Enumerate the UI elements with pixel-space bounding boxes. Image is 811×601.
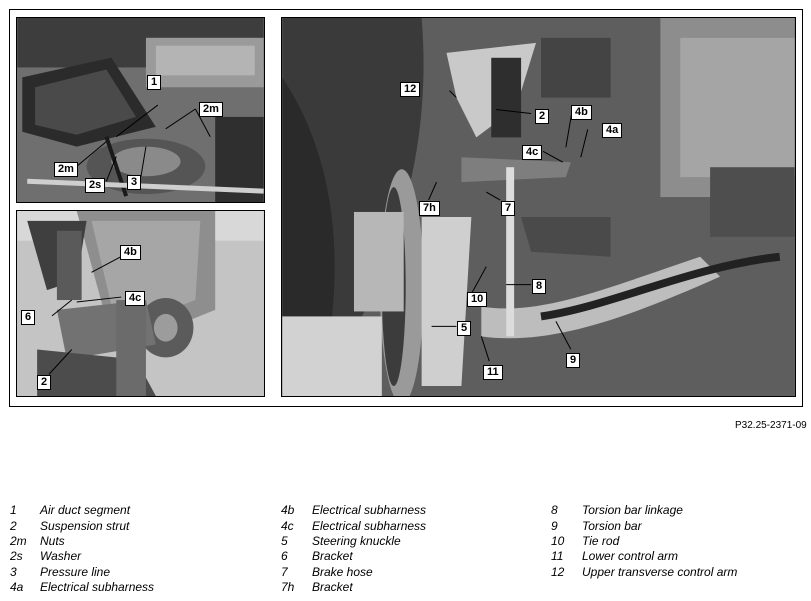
legend-desc: Electrical subharness	[312, 519, 427, 533]
legend-desc: Electrical subharness	[40, 580, 155, 594]
photo-strut-mount: 4b 4c 6 2	[16, 210, 265, 397]
figure-reference-code: P32.25-2371-09	[735, 420, 807, 431]
callout-label: 8	[532, 279, 547, 294]
legend-code: 7h	[281, 580, 295, 594]
callout-label: 3	[127, 175, 142, 190]
legend-desc: Torsion bar	[582, 519, 642, 533]
callout-label: 7	[501, 201, 516, 216]
legend-code: 11	[551, 549, 564, 563]
legend-desc: Brake hose	[312, 565, 373, 579]
callout-label: 7h	[419, 201, 440, 216]
legend-desc: Bracket	[312, 549, 353, 563]
legend-code: 10	[551, 534, 565, 548]
legend-code: 2m	[10, 534, 27, 548]
legend-code: 8	[551, 503, 558, 517]
callout-label: 9	[566, 353, 581, 368]
legend-desc: Suspension strut	[40, 519, 130, 533]
legend-desc: Upper transverse control arm	[582, 565, 738, 579]
legend-code: 4b	[281, 503, 295, 517]
legend-code: 5	[281, 534, 288, 548]
callout-label: 4c	[125, 291, 146, 306]
legend-desc: Pressure line	[40, 565, 111, 579]
legend-desc: Air duct segment	[40, 503, 131, 517]
legend-desc: Nuts	[40, 534, 65, 548]
callout-label: 4b	[571, 105, 592, 120]
callout-label: 5	[457, 321, 472, 336]
callout-label: 2s	[85, 178, 106, 193]
legend-desc: Tie rod	[582, 534, 620, 548]
legend-desc: Torsion bar linkage	[582, 503, 683, 517]
legend-code: 6	[281, 549, 288, 563]
callout-label: 4b	[120, 245, 141, 260]
legend-code: 7	[281, 565, 288, 579]
legend-code: 12	[551, 565, 565, 579]
front-axle-illustration	[282, 18, 795, 396]
legend-code: 9	[551, 519, 558, 533]
legend-code: 4a	[10, 580, 24, 594]
callout-label: 12	[400, 82, 421, 97]
callout-label: 11	[483, 365, 503, 380]
callout-label: 2	[37, 375, 52, 390]
callout-label: 2	[535, 109, 550, 124]
callout-label: 6	[21, 310, 36, 325]
callout-label: 2m	[54, 162, 78, 177]
legend-desc: Lower control arm	[582, 549, 679, 563]
callout-label: 4a	[602, 123, 623, 138]
legend-code: 2s	[10, 549, 23, 563]
photo-front-axle: 12 2 4b 4a 4c 7h 7 8 10 5 11 9	[281, 17, 796, 397]
legend-code: 4c	[281, 519, 294, 533]
photo-engine-bay: 1 2m 2m 2s 3	[16, 17, 265, 203]
legend-code: 3	[10, 565, 17, 579]
legend-desc: Electrical subharness	[312, 503, 427, 517]
legend-desc: Bracket	[312, 580, 353, 594]
legend-desc: Steering knuckle	[312, 534, 401, 548]
callout-label: 4c	[522, 145, 543, 160]
legend-desc: Washer	[40, 549, 82, 563]
legend-code: 2	[10, 519, 17, 533]
callout-label: 1	[147, 75, 162, 90]
callout-label: 10	[467, 292, 488, 307]
strut-illustration	[17, 211, 264, 396]
callout-label: 2m	[199, 102, 223, 117]
legend-code: 1	[10, 503, 17, 517]
